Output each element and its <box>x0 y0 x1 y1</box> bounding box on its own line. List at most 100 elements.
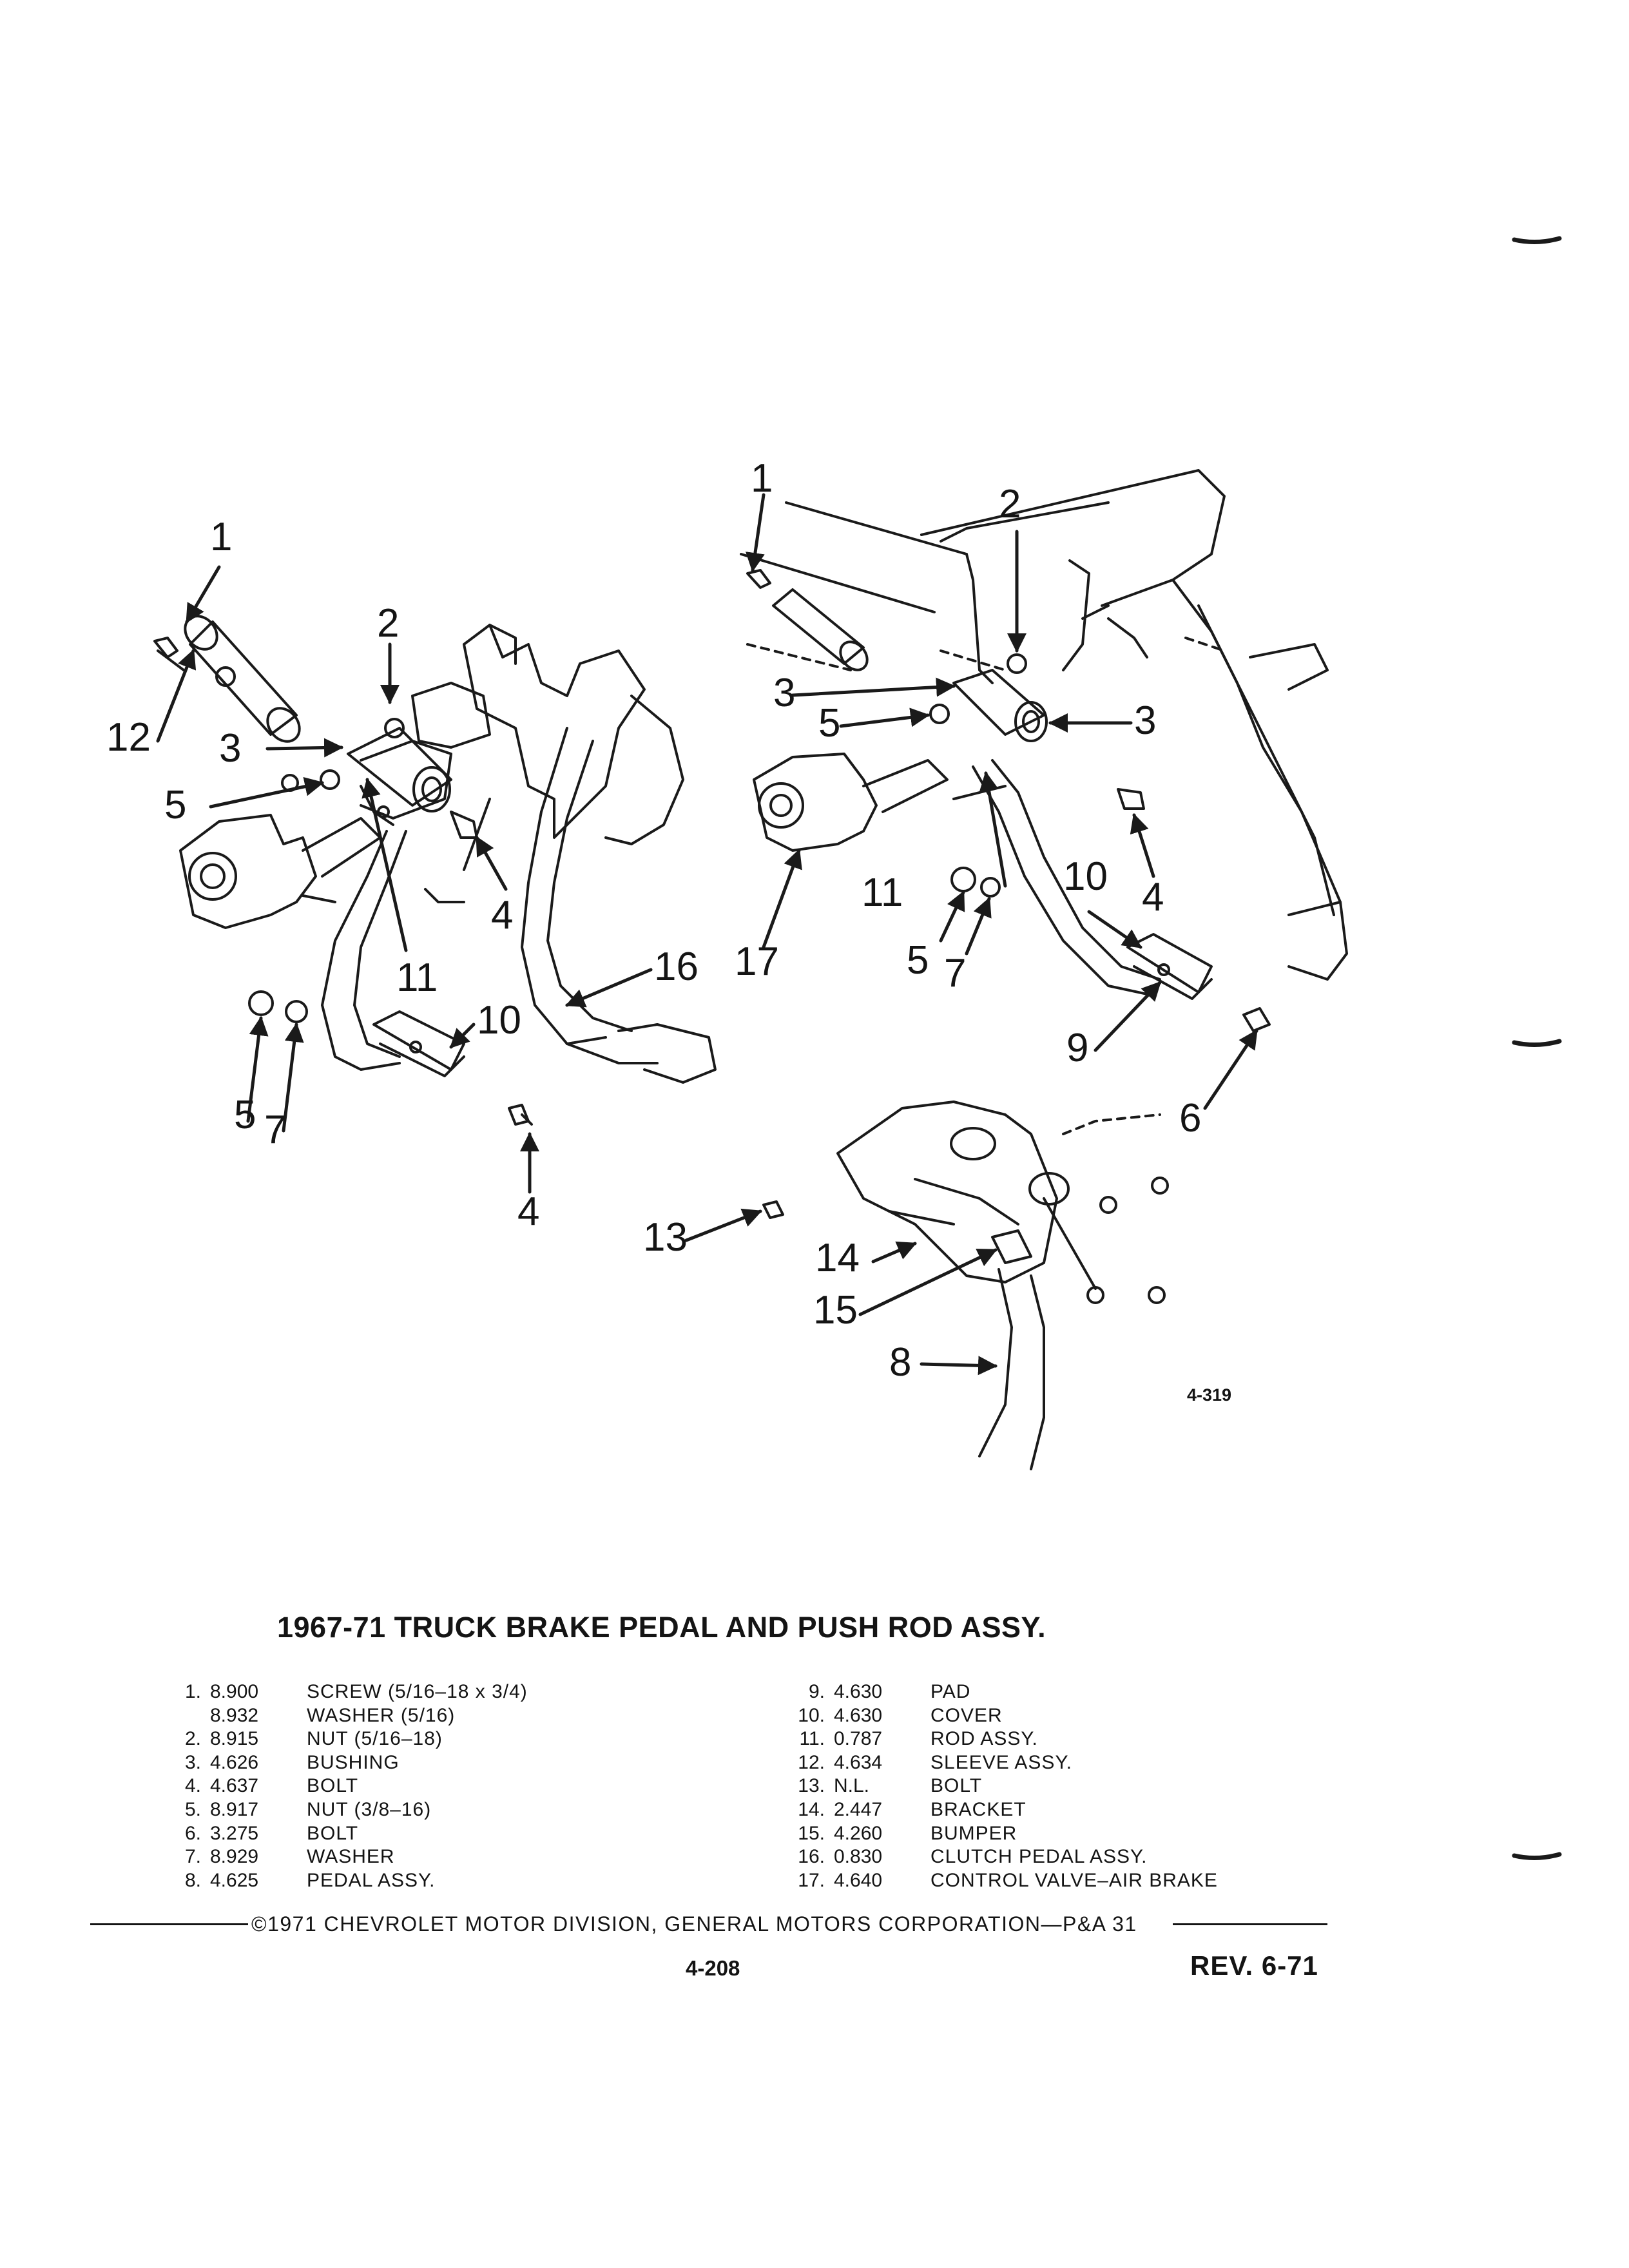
callout-7-right: 7 <box>944 951 967 995</box>
part-number: 0.830 <box>834 1846 883 1868</box>
part-number: 4.630 <box>834 1681 883 1702</box>
part-description: BUSHING <box>307 1751 400 1773</box>
parts-list-row: 11. 0.787 ROD ASSY. <box>786 1727 1218 1751</box>
part-number: 4.637 <box>210 1775 259 1797</box>
callout-4-left-lower: 4 <box>517 1189 540 1234</box>
part-description: BOLT <box>307 1775 359 1797</box>
part-number: 4.640 <box>834 1869 883 1891</box>
part-description: BOLT <box>930 1775 983 1797</box>
callout-17: 17 <box>735 939 779 984</box>
callout-3-right-left: 3 <box>773 671 796 715</box>
part-number: 3.275 <box>210 1822 259 1844</box>
part-number: 8.932 <box>210 1704 259 1726</box>
callout-leaders <box>156 493 1258 1376</box>
part-index: 5. <box>184 1798 201 1820</box>
callout-13: 13 <box>643 1215 688 1260</box>
callout-10-right: 10 <box>1063 854 1108 899</box>
parts-list-row: 3. 4.626 BUSHING <box>162 1751 528 1775</box>
part-number: 8.915 <box>210 1728 259 1750</box>
part-description: SCREW (5/16–18 x 3/4) <box>307 1681 528 1702</box>
part-description: NUT (3/8–16) <box>307 1798 432 1820</box>
part-description: CONTROL VALVE–AIR BRAKE <box>930 1869 1218 1891</box>
callout-1-left: 1 <box>210 515 233 559</box>
callout-8: 8 <box>889 1340 912 1385</box>
parts-list-row: 15. 4.260 BUMPER <box>786 1822 1218 1846</box>
callout-11-left: 11 <box>396 956 438 1000</box>
part-index: 6. <box>184 1822 201 1844</box>
parts-list-row: 17. 4.640 CONTROL VALVE–AIR BRAKE <box>786 1869 1218 1893</box>
callout-14: 14 <box>815 1236 860 1280</box>
part-index: 11. <box>799 1728 825 1750</box>
part-description: CLUTCH PEDAL ASSY. <box>930 1846 1148 1868</box>
callout-10-left: 10 <box>477 998 521 1043</box>
part-number: 0.787 <box>834 1728 883 1750</box>
part-description: SLEEVE ASSY. <box>930 1751 1072 1773</box>
parts-list-row: 13.N.L.BOLT <box>786 1774 1218 1798</box>
callout-5-right-lower: 5 <box>907 938 929 983</box>
callout-4-left-upper: 4 <box>491 893 514 937</box>
parts-list-row: 2. 8.915 NUT (5/16–18) <box>162 1727 528 1751</box>
callout-5-right: 5 <box>818 701 841 745</box>
part-index: 14. <box>798 1798 825 1820</box>
right-assembly-drawing <box>740 469 1348 1470</box>
part-number: 4.625 <box>210 1869 259 1891</box>
part-description: COVER <box>930 1704 1003 1726</box>
part-index: 15. <box>798 1822 825 1844</box>
callout-11-right: 11 <box>862 870 903 915</box>
part-index: 9. <box>808 1681 825 1702</box>
part-description: ROD ASSY. <box>930 1728 1038 1750</box>
parts-list-row: 8.932 WASHER (5/16) <box>162 1704 528 1728</box>
part-index: 12. <box>798 1751 825 1773</box>
left-assembly-drawing <box>153 615 717 1126</box>
part-description: PAD <box>930 1681 971 1702</box>
callout-16: 16 <box>654 945 699 989</box>
part-description: PEDAL ASSY. <box>307 1869 436 1891</box>
copyright-line: ©1971 CHEVROLET MOTOR DIVISION, GENERAL … <box>251 1912 1137 1936</box>
part-description: NUT (5/16–18) <box>307 1728 443 1750</box>
parts-list-row: 8. 4.625 PEDAL ASSY. <box>162 1869 528 1893</box>
part-index <box>162 1704 210 1728</box>
parts-list-row: 5. 8.917 NUT (3/8–16) <box>162 1798 528 1822</box>
part-index: 13. <box>798 1775 825 1797</box>
callout-3-left: 3 <box>219 726 242 771</box>
part-index: 17. <box>798 1869 825 1891</box>
part-description: WASHER (5/16) <box>307 1704 456 1726</box>
part-index: 2. <box>184 1728 201 1750</box>
part-number: 4.626 <box>210 1751 259 1773</box>
parts-list-row: 9. 4.630 PAD <box>786 1680 1218 1704</box>
callout-4-right: 4 <box>1142 875 1164 919</box>
callout-2-left: 2 <box>377 601 400 646</box>
rule-left <box>90 1923 248 1925</box>
callout-5-left: 5 <box>164 783 187 827</box>
page-number: 4-208 <box>686 1956 740 1980</box>
part-index: 16. <box>798 1846 825 1868</box>
parts-list-row: 4. 4.637 BOLT <box>162 1774 528 1798</box>
part-number: 4.260 <box>834 1822 883 1844</box>
part-number: 4.630 <box>834 1704 883 1726</box>
part-index: 8. <box>184 1869 201 1891</box>
rule-right <box>1173 1923 1327 1925</box>
part-number: 8.929 <box>210 1846 259 1868</box>
parts-list-row: 10. 4.630 COVER <box>786 1704 1218 1728</box>
parts-list-row: 6. 3.275 BOLT <box>162 1822 528 1846</box>
callout-6: 6 <box>1179 1096 1202 1140</box>
part-index: 3. <box>184 1751 201 1773</box>
part-index: 4. <box>184 1775 201 1797</box>
callout-9: 9 <box>1066 1026 1089 1070</box>
part-number: 2.447 <box>834 1798 883 1820</box>
part-index: 10. <box>798 1704 825 1726</box>
revision-label: REV. 6-71 <box>1190 1950 1318 1981</box>
part-description: BUMPER <box>930 1822 1017 1844</box>
part-number: 8.917 <box>210 1798 259 1820</box>
part-description: BOLT <box>307 1822 359 1844</box>
binding-marks <box>1512 236 1562 1861</box>
page-title: 1967-71 TRUCK BRAKE PEDAL AND PUSH ROD A… <box>277 1611 1046 1644</box>
callout-12: 12 <box>106 715 151 760</box>
